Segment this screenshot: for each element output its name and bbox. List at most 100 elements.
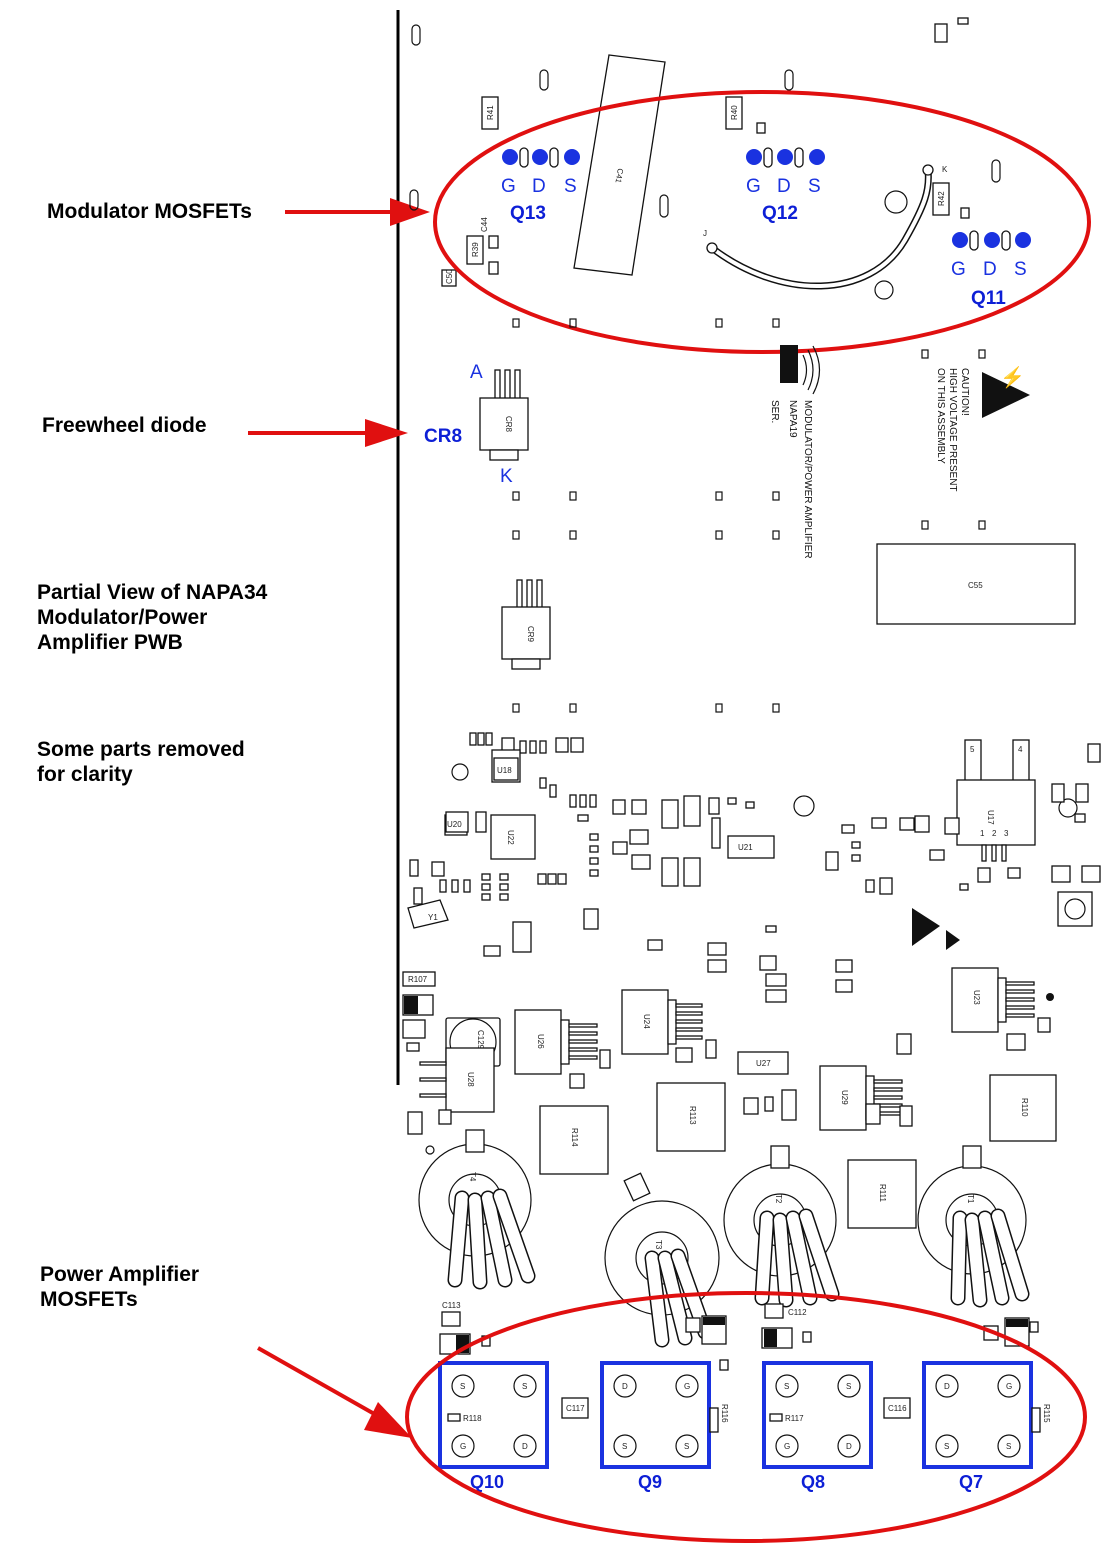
q13-label: Q13 bbox=[510, 203, 546, 224]
svg-text:U26: U26 bbox=[536, 1034, 545, 1049]
r42-resistor: R42 bbox=[932, 182, 950, 216]
label-partial-line1: Partial View of NAPA34 bbox=[37, 581, 268, 604]
svg-text:C117: C117 bbox=[566, 1404, 585, 1413]
c41-capacitor: C41 bbox=[573, 54, 666, 276]
c36-capacitor bbox=[934, 23, 948, 43]
q7-label: Q7 bbox=[959, 1472, 983, 1492]
q11-gate-label: G bbox=[951, 259, 966, 280]
r36-resistor bbox=[957, 17, 969, 25]
svg-text:R117: R117 bbox=[785, 1414, 804, 1423]
svg-text:D: D bbox=[846, 1442, 852, 1451]
svg-text:C41: C41 bbox=[613, 168, 625, 185]
cr8-label: CR8 bbox=[424, 426, 462, 447]
q11-drain-label: D bbox=[983, 259, 997, 280]
svg-text:R115: R115 bbox=[1042, 1404, 1051, 1423]
q12-gate-label: G bbox=[746, 176, 761, 197]
label-power-amplifier-mosfets: Power Amplifier MOSFETs bbox=[40, 1262, 199, 1312]
svg-text:C55: C55 bbox=[968, 581, 983, 590]
mounting-hole bbox=[884, 190, 908, 214]
q13-mosfet-pads: G D S Q13 bbox=[501, 147, 580, 224]
svg-text:D: D bbox=[622, 1382, 628, 1391]
svg-text:C116: C116 bbox=[888, 1404, 907, 1413]
arrow-freewheel bbox=[248, 419, 408, 447]
svg-text:D: D bbox=[944, 1382, 950, 1391]
mounting-slots bbox=[409, 24, 1001, 218]
svg-text:MODULATOR/POWER AMPLIFIER: MODULATOR/POWER AMPLIFIER bbox=[802, 400, 813, 559]
q10-label: Q10 bbox=[470, 1472, 504, 1492]
svg-text:U27: U27 bbox=[756, 1059, 771, 1068]
svg-text:S: S bbox=[944, 1442, 949, 1451]
c55-capacitor: C55 bbox=[876, 543, 1076, 625]
svg-text:R42: R42 bbox=[937, 191, 946, 206]
svg-text:U23: U23 bbox=[972, 990, 981, 1005]
pa-support-parts: C113 C112 bbox=[439, 1301, 1039, 1371]
svg-text:T2: T2 bbox=[774, 1194, 783, 1204]
svg-text:S: S bbox=[1006, 1442, 1011, 1451]
q11-label: Q11 bbox=[971, 288, 1006, 309]
cr8-anode-label: A bbox=[470, 362, 483, 383]
svg-text:R118: R118 bbox=[463, 1414, 482, 1423]
transformer-t4: T4 bbox=[418, 1129, 536, 1290]
lower-components: 5 4 U17 1 2 3 bbox=[402, 732, 1101, 1229]
svg-text:S: S bbox=[684, 1442, 689, 1451]
label-partial-view: Partial View of NAPA34 Modulator/Power A… bbox=[37, 580, 267, 655]
power-amplifier-highlight-ellipse bbox=[405, 1291, 1087, 1543]
svg-text:R41: R41 bbox=[486, 105, 495, 120]
svg-text:S: S bbox=[784, 1382, 789, 1391]
q7-mosfet: D G S S R115 Q7 bbox=[922, 1361, 1051, 1492]
svg-text:CR9: CR9 bbox=[526, 626, 535, 643]
transformer-t3: T3 bbox=[604, 1172, 720, 1348]
svg-text:U17: U17 bbox=[986, 810, 995, 825]
c117-capacitor bbox=[561, 1397, 589, 1419]
modulator-highlight-ellipse bbox=[433, 90, 1091, 354]
c44-capacitor: C44 bbox=[480, 217, 499, 275]
svg-text:K: K bbox=[942, 165, 948, 174]
cr8-diode: CR8 A K CR8 bbox=[424, 362, 529, 487]
label-removed-line1: Some parts removed bbox=[37, 738, 245, 761]
q11-mosfet-pads: G D S Q11 bbox=[951, 207, 1031, 309]
q9-mosfet: D G S S R116 Q9 bbox=[600, 1361, 729, 1492]
svg-text:5: 5 bbox=[970, 745, 975, 754]
q12-label: Q12 bbox=[762, 203, 798, 224]
svg-text:U22: U22 bbox=[506, 830, 515, 845]
q8-mosfet: S S G D R117 Q8 bbox=[762, 1361, 873, 1492]
svg-text:NAPA19: NAPA19 bbox=[787, 400, 798, 438]
c50-capacitor: C50 bbox=[441, 269, 457, 287]
label-parts-removed: Some parts removed for clarity bbox=[37, 737, 245, 787]
svg-text:Y1: Y1 bbox=[428, 913, 438, 922]
q10-mosfet: S S G D R118 Q10 bbox=[438, 1361, 549, 1492]
r40-resistor: R40 bbox=[725, 96, 743, 130]
svg-text:R40: R40 bbox=[730, 105, 739, 120]
svg-text:R114: R114 bbox=[570, 1128, 579, 1147]
svg-text:C113: C113 bbox=[442, 1301, 461, 1310]
svg-text:R113: R113 bbox=[688, 1106, 697, 1125]
svg-text:⚡: ⚡ bbox=[1000, 365, 1025, 389]
high-voltage-caution: ⚡ CAUTION! HIGH VOLTAGE PRESENT ON THIS … bbox=[935, 365, 1030, 492]
mounting-hole bbox=[874, 280, 894, 300]
r39-resistor: R39 bbox=[466, 235, 484, 265]
q12-source-label: S bbox=[808, 176, 821, 197]
svg-text:R116: R116 bbox=[720, 1404, 729, 1423]
svg-text:1: 1 bbox=[980, 829, 985, 838]
label-partial-line2: Modulator/Power bbox=[37, 606, 208, 629]
cr9-diode: CR9 bbox=[501, 579, 551, 670]
svg-text:ON THIS ASSEMBLY: ON THIS ASSEMBLY bbox=[935, 368, 946, 464]
svg-text:CAUTION!: CAUTION! bbox=[959, 368, 970, 416]
q11-source-label: S bbox=[1014, 259, 1027, 280]
l6-inductor bbox=[1057, 891, 1093, 927]
q8-label: Q8 bbox=[801, 1472, 825, 1492]
svg-text:U18: U18 bbox=[497, 766, 512, 775]
svg-text:C50: C50 bbox=[445, 269, 454, 284]
q9-label: Q9 bbox=[638, 1472, 662, 1492]
svg-text:U29: U29 bbox=[840, 1090, 849, 1105]
svg-text:3: 3 bbox=[1004, 829, 1009, 838]
label-pa-line1: Power Amplifier bbox=[40, 1263, 200, 1286]
c116-capacitor bbox=[883, 1397, 911, 1419]
transformer-t2: T2 bbox=[723, 1145, 840, 1308]
svg-text:U28: U28 bbox=[466, 1072, 475, 1087]
svg-text:J: J bbox=[703, 229, 707, 238]
transformer-t1: T1 bbox=[917, 1145, 1030, 1308]
svg-text:S: S bbox=[522, 1382, 527, 1391]
q12-drain-label: D bbox=[777, 176, 791, 197]
